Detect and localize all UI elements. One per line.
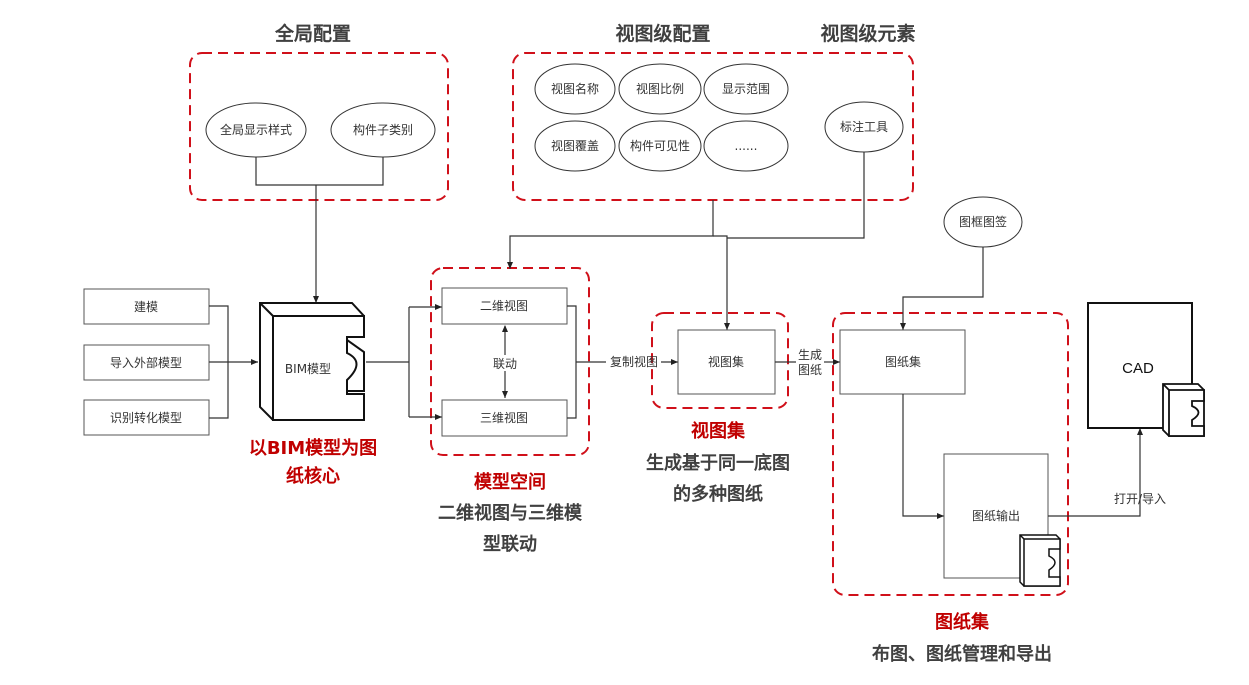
- linkage-label-bg: [490, 355, 522, 371]
- view-name-node[interactable]: 视图名称: [534, 63, 616, 115]
- title-block-label: 图框图签: [959, 214, 1007, 229]
- view-set-box[interactable]: 视图集: [677, 329, 776, 395]
- sheet-set-caption-title: 图纸集: [935, 611, 990, 633]
- bim-to-views-connector: [366, 304, 442, 420]
- model-space-caption-line2: 型联动: [483, 533, 537, 555]
- sheet-set-caption-line1: 布图、图纸管理和导出: [872, 643, 1052, 665]
- input-import-external-label: 导入外部模型: [110, 355, 182, 370]
- output-to-cad-connector: [1048, 428, 1143, 517]
- global-config-group: [189, 52, 449, 201]
- copy-view-label: 复制视图: [610, 354, 658, 369]
- model-space-caption-title: 模型空间: [474, 471, 546, 493]
- view-set-caption-line2: 的多种图纸: [673, 483, 763, 505]
- component-subcategory-label: 构件子类别: [353, 122, 413, 137]
- open-import-label: 打开/导入: [1114, 492, 1166, 506]
- input-import-external-box[interactable]: 导入外部模型: [83, 344, 210, 381]
- view-scale-node[interactable]: 视图比例: [618, 63, 702, 115]
- title-block-connector: [900, 247, 984, 330]
- more-items-node[interactable]: ......: [703, 120, 789, 172]
- sheet-set-label: 图纸集: [885, 354, 921, 369]
- 3d-view-box[interactable]: 三维视图: [441, 399, 568, 437]
- input-recognize-convert-box[interactable]: 识别转化模型: [83, 399, 210, 436]
- view-config-connector: [507, 152, 865, 330]
- global-display-style-label: 全局显示样式: [220, 122, 292, 137]
- display-range-node[interactable]: 显示范围: [703, 63, 789, 115]
- component-subcategory-node[interactable]: 构件子类别: [330, 102, 436, 158]
- view-set-caption-title: 视图集: [691, 420, 746, 442]
- cad-box[interactable]: CAD: [1087, 302, 1205, 437]
- view-set-label: 视图集: [708, 354, 744, 369]
- global-config-connector: [255, 157, 384, 303]
- view-set-group: [651, 312, 789, 409]
- bim-model-caption-line1: 以BIM模型为图: [249, 437, 377, 459]
- linkage-label: 联动: [493, 357, 517, 371]
- sheet-output-label: 图纸输出: [972, 508, 1020, 523]
- sheetset-to-output-connector: [902, 394, 944, 519]
- model-space-caption-line1: 二维视图与三维模: [438, 502, 583, 524]
- view-config-title: 视图级配置: [615, 22, 710, 45]
- cad-component-icon: [1162, 383, 1205, 437]
- bim-model-component[interactable]: BIM模型: [259, 302, 365, 421]
- view-set-caption-line1: 生成基于同一底图: [646, 452, 790, 474]
- 3d-view-label: 三维视图: [480, 410, 528, 425]
- component-visibility-label: 构件可见性: [630, 138, 690, 153]
- generate-sheet-label-line1: 生成: [798, 348, 822, 362]
- sheet-output-component-icon: [1019, 534, 1061, 587]
- annotation-tool-node[interactable]: 标注工具: [824, 101, 904, 153]
- input-modeling-label: 建模: [134, 300, 158, 314]
- sheet-set-group: [832, 312, 1069, 596]
- annotation-tool-label: 标注工具: [840, 119, 888, 134]
- view-elements-title: 视图级元素: [820, 22, 915, 45]
- bim-model-caption-line2: 纸核心: [286, 465, 340, 487]
- global-display-style-node[interactable]: 全局显示样式: [205, 102, 307, 158]
- 2d-view-label: 二维视图: [480, 298, 528, 313]
- more-items-label: ......: [735, 139, 758, 153]
- view-scale-label: 视图比例: [636, 81, 684, 96]
- view-name-label: 视图名称: [551, 81, 599, 96]
- view-override-node[interactable]: 视图覆盖: [534, 120, 616, 172]
- global-config-title: 全局配置: [274, 22, 351, 45]
- display-range-label: 显示范围: [722, 82, 770, 96]
- generate-sheet-label-line2: 图纸: [798, 363, 822, 377]
- sheet-output-box[interactable]: 图纸输出: [943, 453, 1061, 587]
- sheet-set-box[interactable]: 图纸集: [839, 329, 966, 395]
- 2d-view-box[interactable]: 二维视图: [441, 287, 568, 325]
- cad-label: CAD: [1122, 360, 1154, 377]
- inputs-connector: [209, 305, 258, 419]
- bim-model-front-face: [272, 315, 365, 421]
- views-to-viewset-connector: [567, 305, 678, 419]
- title-block-node[interactable]: 图框图签: [943, 196, 1023, 248]
- view-override-label: 视图覆盖: [551, 138, 599, 153]
- input-modeling-box[interactable]: 建模: [83, 288, 210, 325]
- bim-model-label: BIM模型: [285, 362, 331, 376]
- component-visibility-node[interactable]: 构件可见性: [618, 120, 702, 172]
- input-recognize-convert-label: 识别转化模型: [110, 410, 182, 425]
